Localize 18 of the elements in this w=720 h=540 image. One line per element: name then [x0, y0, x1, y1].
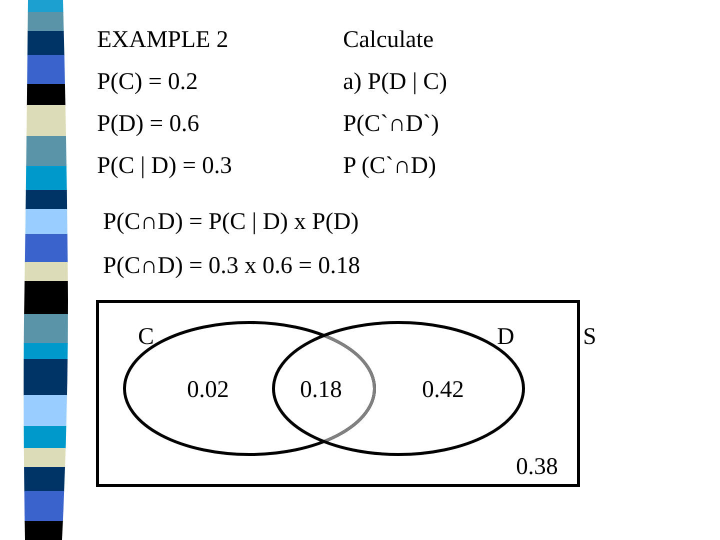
- region-value: 0.02: [187, 378, 229, 402]
- question-heading: Calculate: [343, 28, 434, 52]
- region-value: 0.18: [300, 378, 342, 402]
- given-probability: P(C | D) = 0.3: [97, 154, 232, 178]
- region-value: 0.38: [516, 455, 558, 479]
- question-item: P (C`∩D): [343, 154, 436, 178]
- region-value: 0.42: [422, 378, 464, 402]
- formula: P(C∩D) = P(C | D) x P(D): [103, 210, 359, 234]
- question-item: P(C`∩D`): [343, 112, 439, 136]
- formula: P(C∩D) = 0.3 x 0.6 = 0.18: [103, 254, 360, 278]
- question-item: a) P(D | C): [343, 70, 448, 94]
- set-label: D: [497, 325, 514, 349]
- set-label: C: [138, 325, 154, 349]
- given-probability: P(D) = 0.6: [97, 112, 200, 136]
- slide-title: EXAMPLE 2: [97, 28, 228, 52]
- set-label: S: [583, 325, 596, 349]
- given-probability: P(C) = 0.2: [97, 70, 198, 94]
- sample-space-rectangle: [96, 300, 580, 487]
